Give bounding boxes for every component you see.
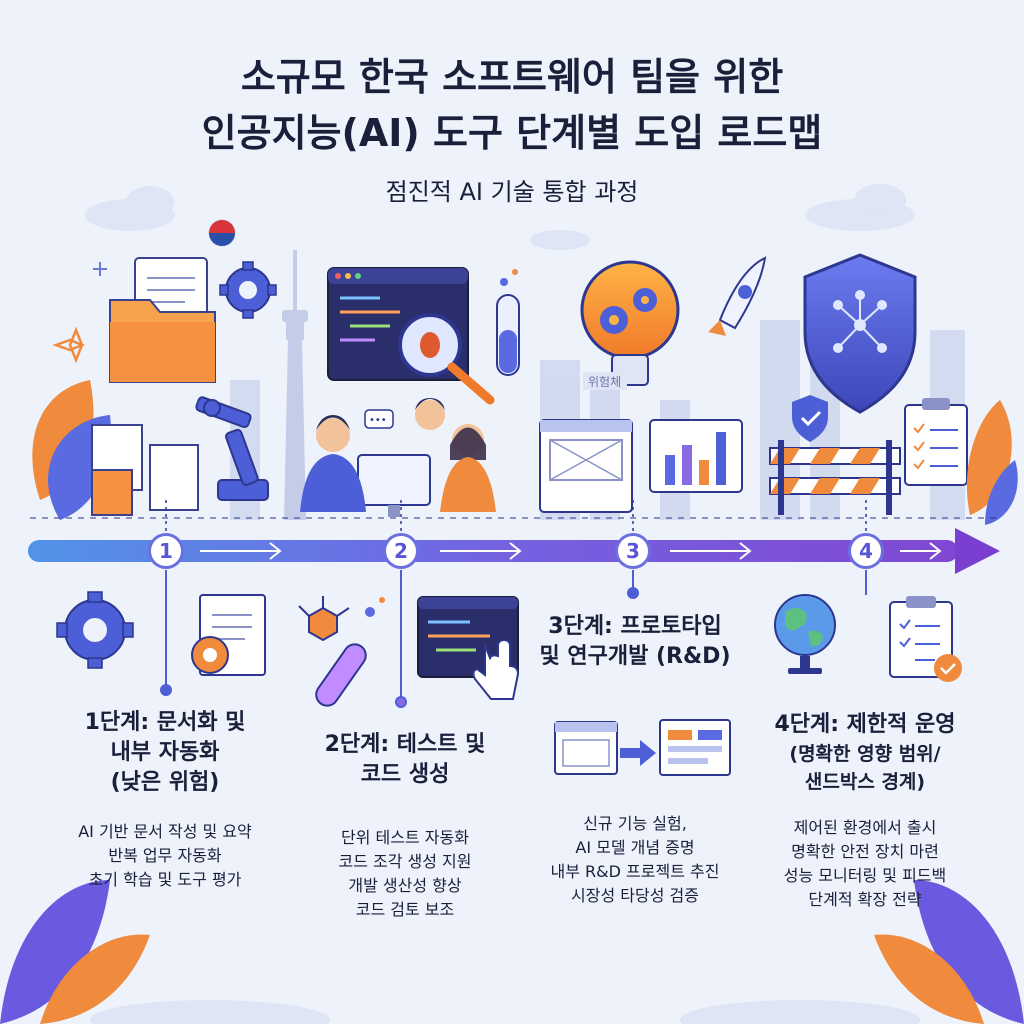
stage-4-item: 명확한 안전 장치 마련: [791, 842, 939, 861]
molecule-icon: [298, 596, 350, 642]
stage-3-item: 내부 R&D 프로젝트 추진: [550, 862, 720, 881]
dashboard-layout-icon: [659, 719, 731, 776]
stage-connector: [160, 570, 867, 708]
stage-number-3: 3: [615, 533, 651, 569]
stage-number-4: 4: [848, 533, 884, 569]
arrow-right-icon: [620, 740, 656, 766]
stage-2-title: 코드 생성: [360, 762, 450, 787]
wireframe-window-icon: [554, 721, 618, 775]
timeline-arrow: [28, 528, 1000, 574]
test-tube-icon: [315, 597, 385, 707]
page-title-line-1: 소규모 한국 소프트웨어 팀을 위한: [240, 55, 784, 99]
stage-2-title: 2단계: 테스트 및: [324, 732, 486, 757]
stage-3-title-block: 3단계: 프로토타입 및 연구개발 (R&D): [520, 612, 750, 672]
rocket-icon: [708, 256, 767, 336]
hand-pointer-icon: [472, 638, 520, 700]
cloud-icon: [85, 184, 915, 250]
gear-icon: [56, 591, 134, 669]
stage-4-title: 4단계: 제한적 운영: [774, 712, 956, 737]
stage-3-items: 신규 기능 실험, AI 모델 개념 증명 내부 R&D 프로젝트 추진 시장성…: [520, 812, 750, 908]
svg-text:•••: •••: [369, 415, 387, 426]
stage-3-item: 신규 기능 실험,: [583, 814, 687, 833]
stage-3-title: 3단계: 프로토타입: [548, 614, 722, 639]
stage-2-item: 단위 테스트 자동화: [341, 828, 469, 847]
seoul-tower-icon: [282, 250, 308, 520]
gear-small-icon: [191, 636, 229, 674]
stage-4-item: 단계적 확장 전략: [808, 890, 922, 909]
stage-number-2: 2: [383, 533, 419, 569]
stage-3-title: 및 연구개발 (R&D): [539, 644, 731, 669]
stage-4-subtitle: 샌드박스 경계): [804, 771, 926, 793]
stage-1-title: 1단계: 문서화 및: [84, 710, 246, 735]
gear-icon: [219, 261, 277, 319]
shield-icon: [803, 253, 917, 414]
stage-3-item: 시장성 타당성 검증: [571, 886, 699, 905]
page-subtitle: 점진적 AI 기술 통합 과정: [385, 178, 639, 206]
bug-magnifier-icon: [398, 313, 495, 405]
stage-4-item: 제어된 환경에서 출시: [793, 818, 937, 837]
light-bulb-icon: [580, 260, 680, 386]
stage-4-item: 성능 모니터링 및 피드백: [783, 866, 947, 885]
stage-2-item: 코드 검토 보조: [355, 900, 455, 919]
stage-2-item: 코드 조각 생성 지원: [338, 852, 472, 871]
team-working-illustration: •••: [300, 398, 496, 517]
robot-arm-icon: [195, 396, 269, 501]
test-tube-icon: [496, 269, 520, 376]
stage-4-card: 4단계: 제한적 운영 (명확한 영향 범위/ 샌드박스 경계) 제어된 환경에…: [750, 710, 980, 912]
stage-1-item: AI 기반 문서 작성 및 요약: [78, 822, 252, 841]
folder-icon: [109, 299, 216, 383]
stage-1-card: 1단계: 문서화 및 내부 자동화 (낮은 위험) AI 기반 문서 작성 및 …: [40, 708, 290, 892]
stage-1-item: 초기 학습 및 도구 평가: [88, 870, 242, 889]
globe-icon: [774, 594, 836, 674]
building-sign: 위험체: [588, 375, 621, 389]
leaf-decoration: [0, 880, 110, 1024]
leaf-decoration: [985, 460, 1018, 525]
document-stack-icon: [91, 424, 199, 516]
barrier-icon: [769, 440, 901, 515]
stage-2-card: 2단계: 테스트 및 코드 생성 단위 테스트 자동화 코드 조각 생성 지원 …: [290, 730, 520, 922]
leaf-decoration: [40, 934, 150, 1024]
stage-number-1: 1: [148, 533, 184, 569]
leaf-decoration: [874, 934, 984, 1024]
stage-4-subtitle: (명확한 영향 범위/: [789, 743, 941, 765]
stage-1-item: 반복 업무 자동화: [108, 846, 222, 865]
page-title-line-2: 인공지능(AI) 도구 단계별 도입 로드맵: [201, 111, 823, 155]
clipboard-icon: [889, 596, 962, 682]
check-shield-icon: [792, 395, 828, 442]
bar-chart-icon: [649, 419, 743, 493]
stage-1-title: 내부 자동화: [110, 740, 220, 765]
sparkle-icon: [93, 262, 107, 276]
leaf-decoration: [914, 880, 1024, 1024]
stage-1-risk-label: (낮은 위험): [110, 770, 220, 795]
korean-flag-icon: [208, 219, 236, 247]
stage-2-item: 개발 생산성 향상: [348, 876, 462, 895]
clipboard-icon: [904, 398, 968, 486]
wireframe-window-icon: [539, 419, 633, 513]
star-sparkle-icon: [52, 326, 86, 364]
stage-3-item: AI 모델 개념 증명: [575, 838, 695, 857]
